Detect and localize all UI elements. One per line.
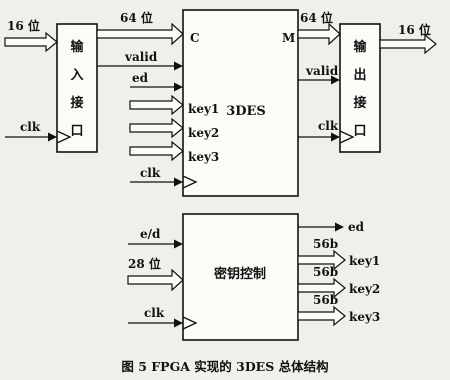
out16-label: 16 位 — [398, 22, 431, 37]
bus-arrow-16bit-out — [379, 33, 437, 55]
ed-mode-label: e/d — [140, 227, 161, 241]
clk-des-label: clk — [140, 166, 161, 180]
key-width-label: 56b — [313, 237, 338, 251]
output-interface-char: 输 — [353, 39, 367, 55]
output-interface-block — [339, 23, 381, 153]
bus-arrow-16bit-in — [4, 31, 58, 53]
clock-triangle — [56, 130, 72, 144]
bus-arrow-key3-in — [129, 140, 184, 162]
valid-in-label: valid — [124, 50, 158, 64]
clock-triangle — [182, 316, 198, 330]
bus64-in-label: 64 位 — [120, 10, 153, 25]
bus-arrow-key1-out — [297, 249, 346, 271]
bus64-out-label: 64 位 — [300, 10, 333, 25]
key2-out-label: key2 — [349, 282, 380, 296]
key1-out-label: key1 — [349, 254, 380, 268]
input-interface-char: 接 — [70, 95, 83, 111]
key28-label: 28 位 — [128, 256, 161, 271]
key-width-label: 56b — [313, 265, 338, 279]
figure-caption: 图 5 FPGA 实现的 3DES 总体结构 — [121, 359, 329, 374]
in16-label: 16 位 — [7, 18, 40, 33]
ed-out-label: ed — [348, 220, 365, 234]
key3-out-label: key3 — [349, 310, 380, 324]
bus-arrow-28bit-in — [127, 268, 184, 292]
m-port-label: M — [282, 31, 295, 45]
bus-arrow-key2-in — [129, 117, 184, 139]
ed-in-label: ed — [132, 71, 149, 85]
bus-arrow-key2-out — [297, 277, 346, 299]
bus-arrow-key3-out — [297, 305, 346, 327]
bus-arrow-key1-in — [129, 94, 184, 116]
key-width-label: 56b — [313, 293, 338, 307]
key2-port-label: key2 — [188, 126, 219, 140]
input-interface-block — [56, 23, 98, 153]
c-port-label: C — [190, 31, 200, 45]
clk-in-label: clk — [20, 120, 41, 134]
output-interface-char: 接 — [353, 95, 366, 111]
clock-triangle — [339, 130, 355, 144]
3des-block-label: 3DES — [226, 104, 266, 119]
input-interface-char: 输 — [70, 39, 84, 55]
input-interface-char: 入 — [70, 68, 83, 83]
valid-out-label: valid — [305, 64, 339, 78]
clk-out-label: clk — [318, 119, 339, 133]
key-control-block — [182, 213, 299, 341]
output-interface-char: 出 — [353, 67, 366, 83]
bus-arrow-64bit-in — [96, 22, 184, 46]
key3-port-label: key3 — [188, 150, 219, 164]
input-interface-char: 口 — [70, 124, 83, 139]
key-control-label: 密钥控制 — [213, 266, 266, 282]
output-interface-char: 口 — [353, 124, 366, 139]
clock-triangle — [182, 175, 198, 189]
key1-port-label: key1 — [188, 102, 219, 116]
bus-arrow-64bit-out — [297, 22, 341, 46]
clk-key-label: clk — [144, 306, 165, 320]
3des-block — [182, 9, 299, 197]
